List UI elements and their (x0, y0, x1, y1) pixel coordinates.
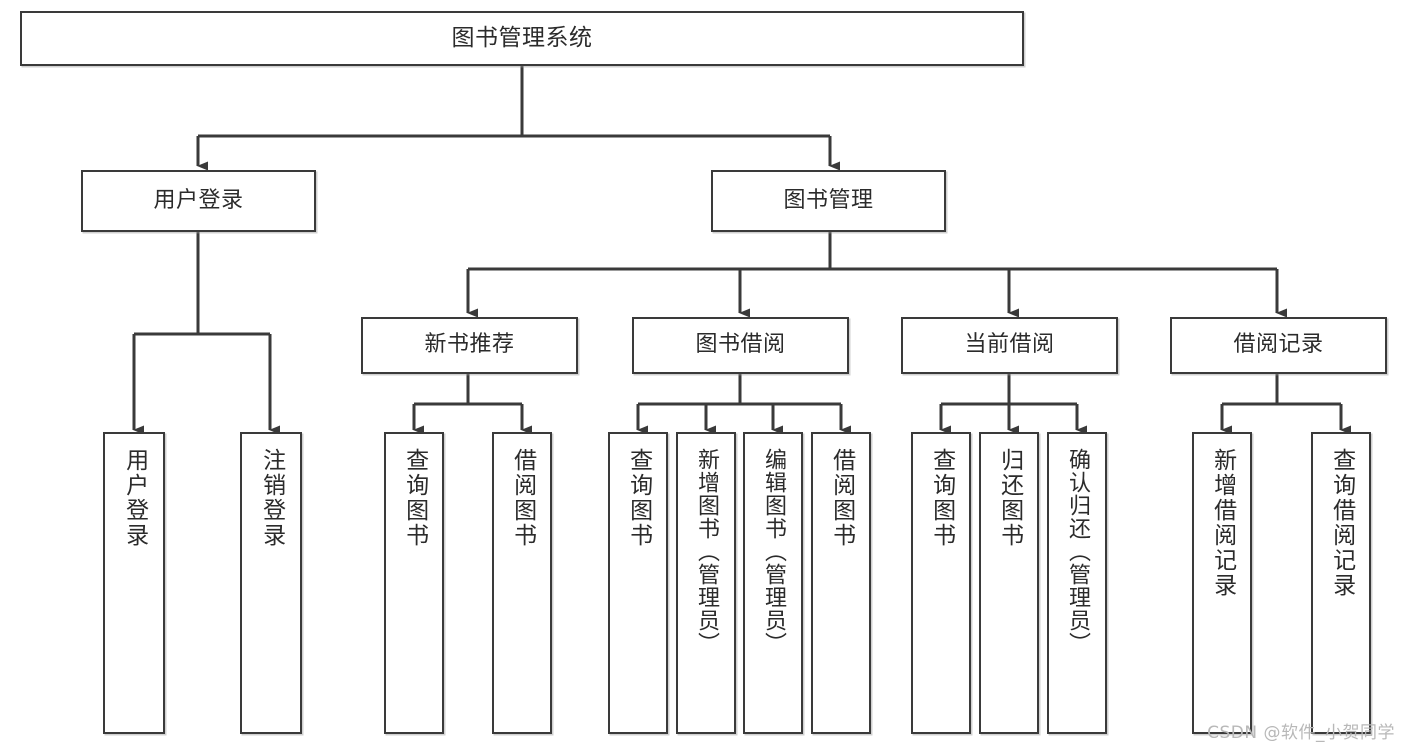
node-leaf-borrow-book-borrow[interactable]: 借阅图书 (811, 432, 871, 734)
node-book-borrow-label: 图书借阅 (695, 332, 786, 358)
node-leaf-user-logout-label: 注销登录 (258, 448, 285, 548)
node-leaf-borrow-book-borrow-label: 借阅图书 (828, 448, 855, 548)
node-leaf-confirm-return-label: 确认归还（管理员） (1064, 448, 1090, 655)
node-book-borrow[interactable]: 图书借阅 (632, 317, 849, 374)
node-leaf-add-book[interactable]: 新增图书（管理员） (676, 432, 736, 734)
node-leaf-query-book-current-label: 查询图书 (928, 448, 955, 548)
node-current-borrow[interactable]: 当前借阅 (901, 317, 1118, 374)
node-leaf-query-borrow-record-label: 查询借阅记录 (1328, 448, 1355, 598)
node-leaf-add-borrow-record[interactable]: 新增借阅记录 (1192, 432, 1252, 734)
node-leaf-user-login-label: 用户登录 (121, 448, 148, 548)
node-leaf-query-book-rec[interactable]: 查询图书 (384, 432, 444, 734)
node-root-system-label: 图书管理系统 (451, 24, 593, 51)
node-leaf-confirm-return[interactable]: 确认归还（管理员） (1047, 432, 1107, 734)
node-leaf-add-borrow-record-label: 新增借阅记录 (1209, 448, 1236, 598)
node-leaf-query-book-borrow-label: 查询图书 (625, 448, 652, 548)
node-leaf-user-logout[interactable]: 注销登录 (240, 432, 302, 734)
node-leaf-edit-book[interactable]: 编辑图书（管理员） (743, 432, 803, 734)
node-leaf-query-book-current[interactable]: 查询图书 (911, 432, 971, 734)
node-leaf-return-book[interactable]: 归还图书 (979, 432, 1039, 734)
node-leaf-add-book-label: 新增图书（管理员） (693, 448, 719, 655)
node-user-login-label: 用户登录 (153, 187, 244, 213)
node-new-book-recommend[interactable]: 新书推荐 (361, 317, 578, 374)
node-borrow-record[interactable]: 借阅记录 (1170, 317, 1387, 374)
node-leaf-query-book-borrow[interactable]: 查询图书 (608, 432, 668, 734)
node-book-manage-label: 图书管理 (783, 187, 874, 213)
node-leaf-query-borrow-record[interactable]: 查询借阅记录 (1311, 432, 1371, 734)
node-current-borrow-label: 当前借阅 (964, 332, 1055, 358)
node-new-book-recommend-label: 新书推荐 (424, 332, 515, 358)
node-user-login[interactable]: 用户登录 (81, 170, 316, 232)
node-leaf-query-book-rec-label: 查询图书 (401, 448, 428, 548)
node-borrow-record-label: 借阅记录 (1233, 332, 1324, 358)
node-leaf-borrow-book-rec[interactable]: 借阅图书 (492, 432, 552, 734)
node-leaf-return-book-label: 归还图书 (996, 448, 1023, 548)
node-leaf-user-login[interactable]: 用户登录 (103, 432, 165, 734)
node-leaf-edit-book-label: 编辑图书（管理员） (760, 448, 786, 655)
node-leaf-borrow-book-rec-label: 借阅图书 (509, 448, 536, 548)
node-root-system[interactable]: 图书管理系统 (20, 11, 1024, 66)
node-book-manage[interactable]: 图书管理 (711, 170, 946, 232)
